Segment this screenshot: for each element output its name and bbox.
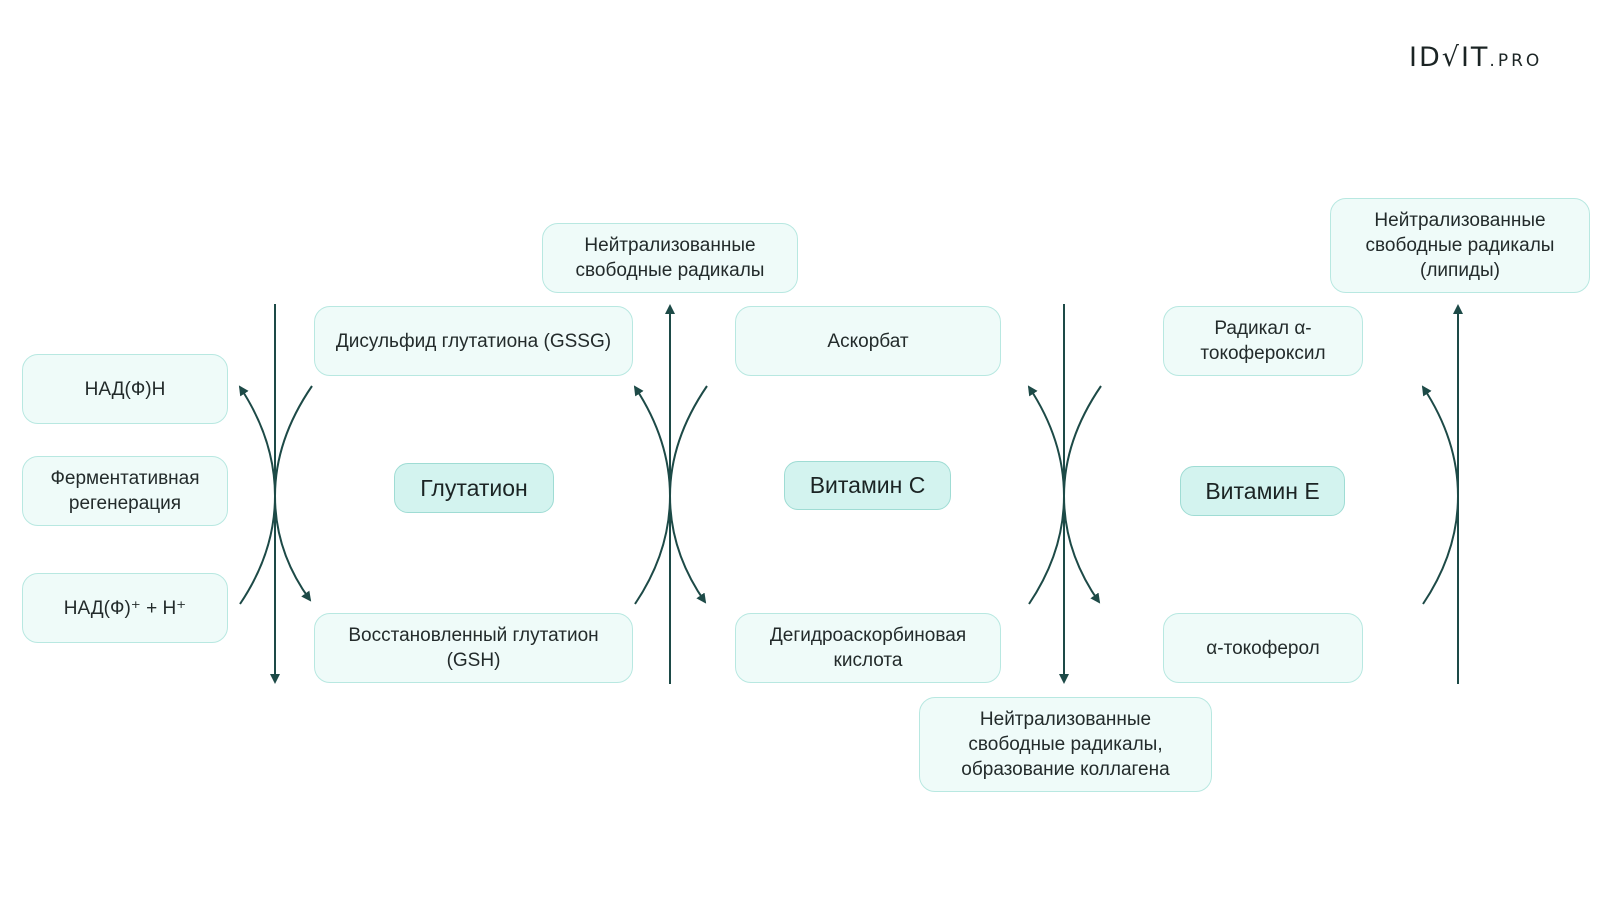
label-gsh: Восстановленный глутатион (GSH) xyxy=(348,625,599,671)
hub-vitamin-c: Витамин C xyxy=(784,461,951,510)
box-vitamin-e-output: Нейтрализованные свободные радикалы (лип… xyxy=(1330,198,1590,293)
junction1-arc-from-gssg xyxy=(274,385,313,497)
label-vitamin-e: Витамин E xyxy=(1205,477,1320,504)
box-tocopheroxyl-radical: Радикал α-токофероксил xyxy=(1163,306,1363,376)
label-dehydroascorbic-acid: Дегидроаскорбиновая кислота xyxy=(769,625,967,671)
box-gssg: Дисульфид глутатиона (GSSG) xyxy=(314,306,633,376)
box-dehydroascorbic-acid: Дегидроаскорбиновая кислота xyxy=(735,613,1001,683)
label-nadp: НАД(Ф)⁺ + H⁺ xyxy=(63,597,187,619)
label-tocopherol: α-токоферол xyxy=(1206,637,1320,659)
junction1-arc-from-nadp xyxy=(239,495,276,605)
box-gsh: Восстановленный глутатион (GSH) xyxy=(314,613,633,683)
box-vitamin-c-output: Нейтрализованные свободные радикалы, обр… xyxy=(919,697,1212,792)
logo-main: ID√IT xyxy=(1409,42,1490,73)
junction2-arc-from-ascorbate xyxy=(669,385,708,497)
label-vitamin-c: Витамин C xyxy=(809,472,926,498)
junction1-arc-to-gsh xyxy=(274,495,312,602)
label-enzymatic-regeneration: Ферментативная регенерация xyxy=(50,468,200,514)
label-vitamin-c-output: Нейтрализованные свободные радикалы, обр… xyxy=(961,709,1170,780)
brand-logo: ID√IT.PRO xyxy=(1409,42,1542,73)
junction3-arc-to-ascorbate xyxy=(1027,385,1065,497)
box-ascorbate: Аскорбат xyxy=(735,306,1001,376)
junction4-arc-to-radical xyxy=(1421,385,1459,497)
junction4-arc-from-tocopherol xyxy=(1422,495,1459,605)
junction3-arc-to-tocopherol xyxy=(1063,495,1101,604)
hub-vitamin-e: Витамин E xyxy=(1180,466,1345,516)
label-vitamin-e-output: Нейтрализованные свободные радикалы (лип… xyxy=(1365,210,1555,281)
box-nadph: НАД(Ф)Н xyxy=(22,354,228,424)
label-tocopheroxyl-radical: Радикал α-токофероксил xyxy=(1200,318,1326,364)
box-enzymatic-regeneration: Ферментативная регенерация xyxy=(22,456,228,526)
label-gssg: Дисульфид глутатиона (GSSG) xyxy=(335,330,612,352)
box-glutathione-output: Нейтрализованные свободные радикалы xyxy=(542,223,798,293)
box-tocopherol: α-токоферол xyxy=(1163,613,1363,683)
label-glutathione-output: Нейтрализованные свободные радикалы xyxy=(575,235,765,281)
junction2-arc-to-dehydroascorbic xyxy=(669,495,707,604)
junction3-arc-from-radical xyxy=(1063,385,1102,497)
label-ascorbate: Аскорбат xyxy=(827,330,909,352)
label-glutathione: Глутатион xyxy=(420,474,528,501)
junction3-arc-from-dehydroascorbic xyxy=(1028,495,1065,605)
junction1-arc-to-nadph xyxy=(238,385,276,497)
label-nadph: НАД(Ф)Н xyxy=(84,378,166,400)
box-nadp: НАД(Ф)⁺ + H⁺ xyxy=(22,573,228,643)
junction2-arc-from-gsh xyxy=(634,495,671,605)
hub-glutathione: Глутатион xyxy=(394,463,554,513)
junction2-arc-to-gssg xyxy=(633,385,671,497)
logo-suffix: .PRO xyxy=(1489,51,1543,71)
